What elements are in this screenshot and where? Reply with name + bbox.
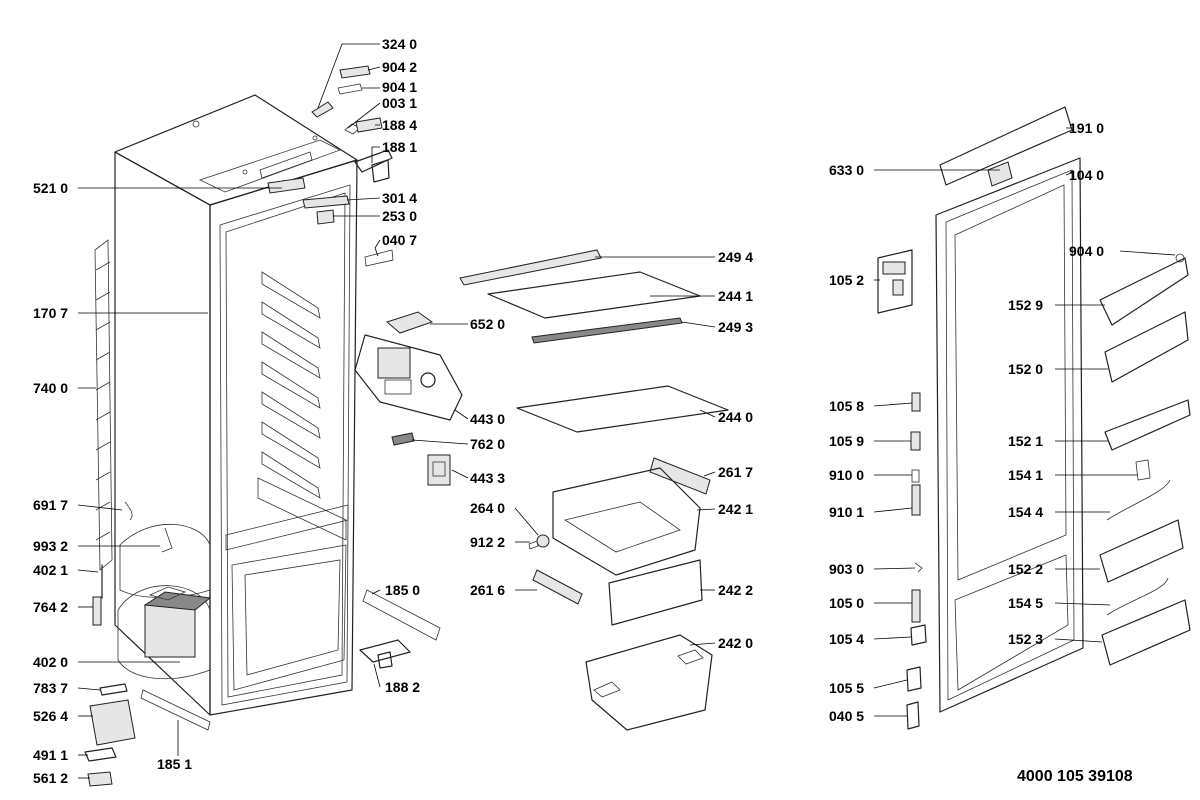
callout-label: 152 9 bbox=[1008, 297, 1043, 313]
callout-label: 242 0 bbox=[718, 635, 753, 651]
callout-label: 264 0 bbox=[470, 500, 505, 516]
leader-lines bbox=[77, 43, 1176, 779]
callout-label: 105 2 bbox=[829, 272, 864, 288]
callout-label: 491 1 bbox=[33, 747, 68, 763]
condenser-drawing bbox=[92, 239, 113, 626]
callout-label: 040 7 bbox=[382, 232, 417, 248]
bottom-hinge-parts bbox=[359, 589, 441, 669]
callout-label: 105 0 bbox=[829, 595, 864, 611]
callout-label: 402 1 bbox=[33, 562, 68, 578]
callout-label: 910 1 bbox=[829, 504, 864, 520]
callout-label: 443 0 bbox=[470, 411, 505, 427]
callout-label: 993 2 bbox=[33, 538, 68, 554]
callout-label: 242 1 bbox=[718, 501, 753, 517]
callout-label: 249 3 bbox=[718, 319, 753, 335]
callout-label: 402 0 bbox=[33, 654, 68, 670]
callout-label: 904 0 bbox=[1069, 243, 1104, 259]
callout-label: 040 5 bbox=[829, 708, 864, 724]
callout-label: 152 1 bbox=[1008, 433, 1043, 449]
callout-label: 242 2 bbox=[718, 582, 753, 598]
door-drawing bbox=[935, 106, 1191, 713]
callout-label: 740 0 bbox=[33, 380, 68, 396]
callout-label: 152 0 bbox=[1008, 361, 1043, 377]
callout-label: 633 0 bbox=[829, 162, 864, 178]
callout-label: 154 5 bbox=[1008, 595, 1043, 611]
callout-label: 443 3 bbox=[470, 470, 505, 486]
callout-label: 154 1 bbox=[1008, 467, 1043, 483]
callout-label: 105 9 bbox=[829, 433, 864, 449]
callout-label: 105 8 bbox=[829, 398, 864, 414]
callout-label: 301 4 bbox=[382, 190, 417, 206]
shelves-drawers-drawing bbox=[459, 249, 729, 731]
callout-label: 188 1 bbox=[382, 139, 417, 155]
door-small-parts bbox=[877, 249, 927, 730]
callout-label: 783 7 bbox=[33, 680, 68, 696]
callout-label: 188 4 bbox=[382, 117, 417, 133]
callout-label: 762 0 bbox=[470, 436, 505, 452]
callout-label: 261 7 bbox=[718, 464, 753, 480]
callout-label: 105 4 bbox=[829, 631, 864, 647]
callout-label: 526 4 bbox=[33, 708, 68, 724]
callout-label: 170 7 bbox=[33, 305, 68, 321]
callout-label: 152 3 bbox=[1008, 631, 1043, 647]
callout-label: 154 4 bbox=[1008, 504, 1043, 520]
callout-label: 185 0 bbox=[385, 582, 420, 598]
document-number: 4000 105 39108 bbox=[1017, 768, 1133, 785]
callout-label: 003 1 bbox=[382, 95, 417, 111]
cabinet-drawing bbox=[114, 94, 358, 716]
callout-label: 253 0 bbox=[382, 208, 417, 224]
callout-label: 561 2 bbox=[33, 770, 68, 786]
callout-label: 904 1 bbox=[382, 79, 417, 95]
callout-label: 185 1 bbox=[157, 756, 192, 772]
callout-label: 105 5 bbox=[829, 680, 864, 696]
callout-label: 691 7 bbox=[33, 497, 68, 513]
callout-label: 764 2 bbox=[33, 599, 68, 615]
callout-label: 249 4 bbox=[718, 249, 753, 265]
callout-label: 903 0 bbox=[829, 561, 864, 577]
callout-label: 652 0 bbox=[470, 316, 505, 332]
callout-label: 104 0 bbox=[1069, 167, 1104, 183]
callout-label: 244 1 bbox=[718, 288, 753, 304]
callout-label: 152 2 bbox=[1008, 561, 1043, 577]
callout-label: 261 6 bbox=[470, 582, 505, 598]
top-hinge-parts bbox=[267, 65, 394, 267]
callout-label: 188 2 bbox=[385, 679, 420, 695]
callout-label: 912 2 bbox=[470, 534, 505, 550]
light-module-drawing bbox=[354, 311, 463, 486]
callout-label: 324 0 bbox=[382, 36, 417, 52]
callout-label: 521 0 bbox=[33, 180, 68, 196]
callout-label: 904 2 bbox=[382, 59, 417, 75]
callout-label: 244 0 bbox=[718, 409, 753, 425]
callout-label: 191 0 bbox=[1069, 120, 1104, 136]
bottom-small-parts bbox=[84, 501, 211, 787]
callout-labels: 324 0 904 2 904 1 003 1 188 4 188 1 521 … bbox=[33, 36, 1104, 786]
callout-label: 910 0 bbox=[829, 467, 864, 483]
